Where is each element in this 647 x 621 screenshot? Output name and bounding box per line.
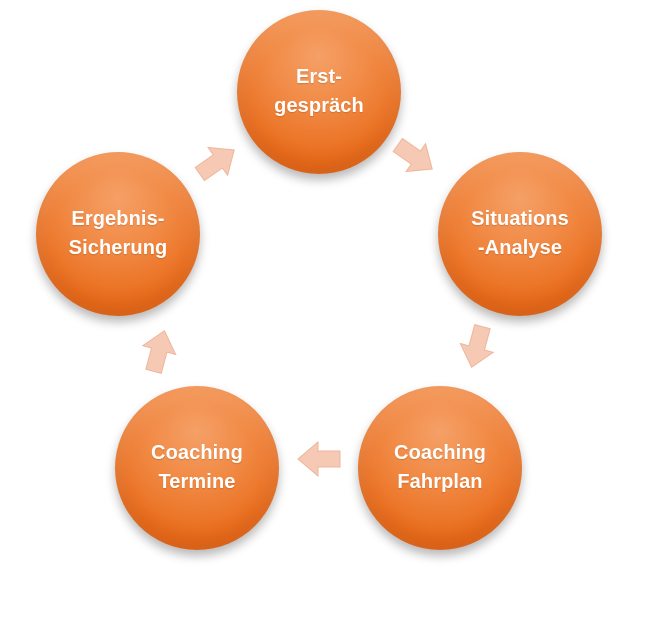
node-situationsanalyse: Situations -Analyse (438, 152, 602, 316)
arrow-up-right-icon (190, 136, 244, 188)
arrow-left-icon (297, 440, 341, 478)
arrow-down-icon (455, 322, 499, 371)
node-erstgespraech: Erst- gespräch (237, 10, 401, 174)
arrow-shape (297, 440, 341, 478)
node-label-line: Ergebnis- (71, 208, 165, 230)
arrow-shape (459, 324, 495, 369)
node-label: Coaching Fahrplan (394, 439, 486, 497)
arrow-shape (194, 146, 235, 182)
arrow-shape (392, 137, 433, 173)
arrow-shape (141, 329, 177, 374)
node-label-line: Coaching (394, 442, 486, 464)
node-label-line: Coaching (151, 442, 243, 464)
node-label-line: Sicherung (68, 237, 168, 259)
node-ergebnissicherung: Ergebnis- Sicherung (36, 152, 200, 316)
node-label-line: Erst- (295, 66, 343, 88)
arrow-up-icon (137, 326, 181, 375)
node-label-line: Fahrplan (397, 471, 483, 493)
node-coaching-termine: Coaching Termine (115, 386, 279, 550)
node-label-line: Situations (471, 208, 569, 230)
node-label-line: gespräch (274, 95, 364, 117)
node-label-line: Termine (158, 471, 236, 493)
node-label: Situations -Analyse (471, 205, 569, 263)
node-label-line: -Analyse (477, 237, 563, 259)
node-label: Coaching Termine (151, 439, 243, 497)
node-coaching-fahrplan: Coaching Fahrplan (358, 386, 522, 550)
arrow-right-down-icon (388, 131, 442, 183)
node-label: Erst- gespräch (274, 63, 364, 121)
node-label: Ergebnis- Sicherung (69, 205, 168, 263)
